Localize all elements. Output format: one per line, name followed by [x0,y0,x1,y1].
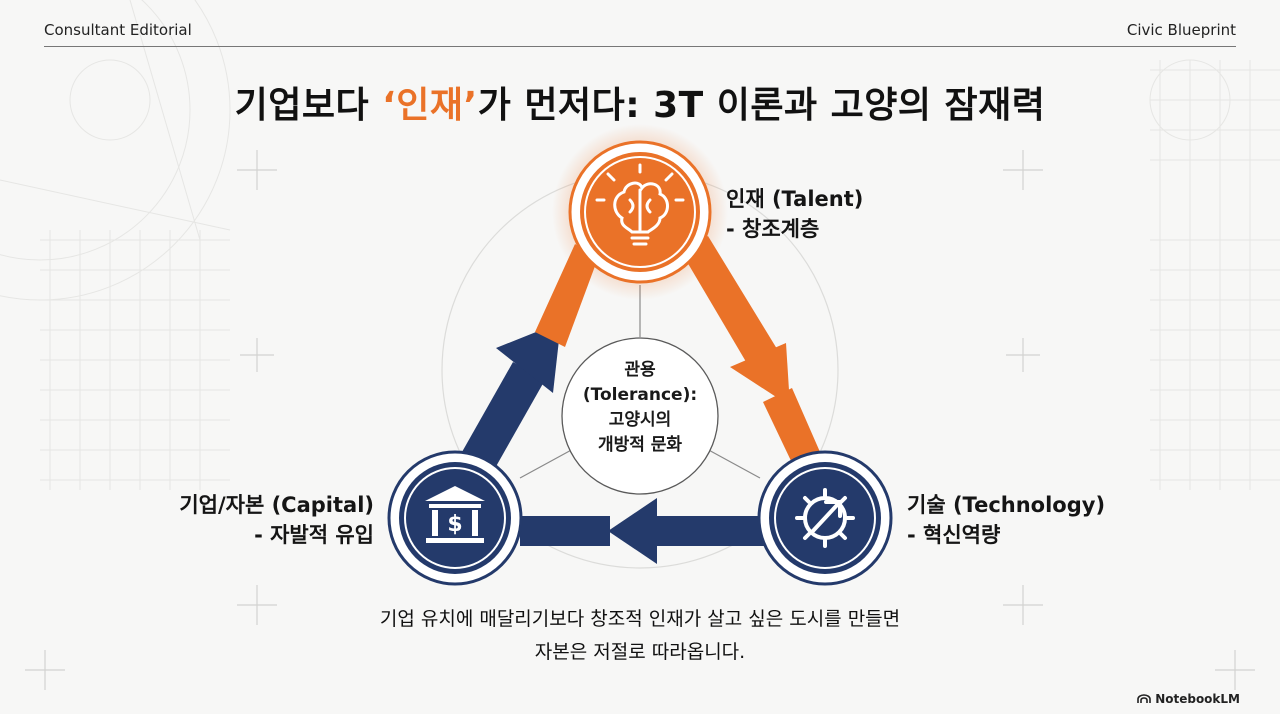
arrow-capital-to-talent [462,322,561,470]
capital-subtitle: - 자발적 유입 [254,523,374,547]
title-accent: ‘인재’ [382,85,478,126]
arrow-talent-to-technology [680,236,820,465]
watermark-text: NotebookLM [1155,692,1240,706]
talent-title: 인재 (Talent) [726,187,864,211]
title-part-1: 기업보다 [234,85,383,126]
brain-lightbulb-icon [595,163,685,246]
talent-node [552,124,728,300]
summary-line-2: 자본은 저절로 따라옵니다. [534,641,746,663]
title-part-2: 가 먼저다: 3T 이론과 고양의 잠재력 [477,85,1046,126]
page-title: 기업보다 ‘인재’가 먼저다: 3T 이론과 고양의 잠재력 [0,76,1280,128]
tolerance-label: 관용 (Tolerance): 고양시의 개방적 문화 [560,358,720,458]
header-left-label: Consultant Editorial [44,21,192,39]
talent-subtitle: - 창조계층 [726,217,820,241]
arrow-technology-to-capital [520,498,765,564]
center-circle [561,337,719,495]
technology-subtitle: - 혁신역량 [907,523,1001,547]
tolerance-line-1: 관용 [624,360,656,380]
tolerance-line-4: 개방적 문화 [597,435,683,455]
capital-node: $ [387,450,523,586]
gear-arrow-icon [795,488,855,548]
notebooklm-watermark: NotebookLM [1137,692,1240,706]
tolerance-line-2: (Tolerance): [582,385,698,405]
technology-label: 기술 (Technology) - 혁신역량 [907,490,1105,550]
summary-line-1: 기업 유치에 매달리기보다 창조적 인재가 살고 싶은 도시를 만들면 [379,608,901,630]
capital-title: 기업/자본 (Capital) [179,493,374,517]
summary-text: 기업 유치에 매달리기보다 창조적 인재가 살고 싶은 도시를 만들면 자본은 … [0,603,1280,669]
capital-label: 기업/자본 (Capital) - 자발적 유입 [120,490,374,550]
technology-title: 기술 (Technology) [907,493,1106,517]
header-right-label: Civic Blueprint [1126,21,1236,39]
tolerance-line-3: 고양시의 [608,410,672,430]
bank-dollar-icon: $ [425,486,485,543]
svg-text:$: $ [447,512,462,537]
notebooklm-logo-icon [1137,694,1151,703]
technology-node [757,450,893,586]
talent-label: 인재 (Talent) - 창조계층 [726,184,863,244]
header-divider [44,46,1236,47]
